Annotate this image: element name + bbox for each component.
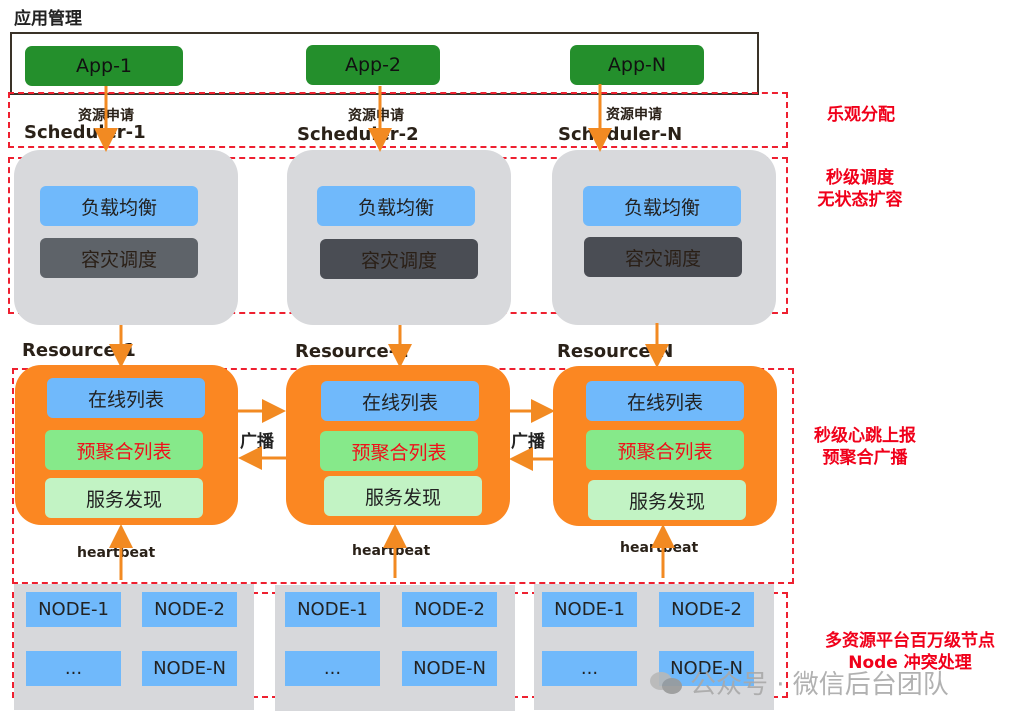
watermark-text: 公众号 · 微信后台团队	[690, 670, 949, 700]
pre-aggregated-list-n[interactable]: 预聚合列表	[586, 430, 744, 470]
app-1[interactable]: App-1	[25, 46, 183, 86]
node-1-1[interactable]: NODE-1	[26, 592, 121, 627]
node-n-n[interactable]: NODE-N	[659, 651, 754, 686]
node-n-ellipsis[interactable]: ...	[542, 651, 637, 686]
node-2-n[interactable]: NODE-N	[402, 651, 497, 686]
node-2-ellipsis[interactable]: ...	[285, 651, 380, 686]
load-balance-1[interactable]: 负载均衡	[40, 186, 198, 226]
note-nodes-line2: Node 冲突处理	[848, 653, 972, 673]
disaster-recovery-n[interactable]: 容灾调度	[584, 237, 742, 277]
heartbeat-label-n: heartbeat	[620, 540, 699, 556]
load-balance-n[interactable]: 负载均衡	[583, 186, 741, 226]
note-optimistic: 乐观分配	[827, 105, 895, 125]
node-2-2[interactable]: NODE-2	[402, 592, 497, 627]
scheduler-2-box	[287, 150, 511, 325]
note-scheduling-line1: 秒级调度	[826, 168, 894, 188]
service-discovery-1[interactable]: 服务发现	[45, 478, 203, 518]
resource-n-label: Resource-N	[557, 341, 674, 362]
optimistic-allocation-region	[8, 92, 788, 148]
request-label-n: 资源申请	[606, 107, 662, 123]
page-title: 应用管理	[14, 9, 82, 29]
resource-2-label: Resource-2	[295, 341, 409, 362]
heartbeat-label-2: heartbeat	[352, 543, 431, 559]
online-list-1[interactable]: 在线列表	[47, 378, 205, 418]
online-list-2[interactable]: 在线列表	[321, 381, 479, 421]
note-heartbeat-line2: 预聚合广播	[822, 448, 908, 468]
note-nodes: 多资源平台百万级节点 Node 冲突处理	[800, 630, 1018, 674]
note-heartbeat-line1: 秒级心跳上报	[814, 426, 916, 446]
note-scheduling-line2: 无状态扩容	[817, 190, 903, 210]
node-1-ellipsis[interactable]: ...	[26, 651, 121, 686]
service-discovery-n[interactable]: 服务发现	[588, 480, 746, 520]
disaster-recovery-2[interactable]: 容灾调度	[320, 239, 478, 279]
pre-aggregated-list-1[interactable]: 预聚合列表	[45, 430, 203, 470]
node-2-1[interactable]: NODE-1	[285, 592, 380, 627]
app-management-frame	[10, 32, 759, 95]
pre-aggregated-list-2[interactable]: 预聚合列表	[320, 431, 478, 471]
node-1-2[interactable]: NODE-2	[142, 592, 237, 627]
request-label-2: 资源申请	[348, 108, 404, 124]
app-2[interactable]: App-2	[306, 45, 440, 85]
node-1-n[interactable]: NODE-N	[142, 651, 237, 686]
online-list-n[interactable]: 在线列表	[586, 381, 744, 421]
note-nodes-line1: 多资源平台百万级节点	[825, 631, 995, 651]
load-balance-2[interactable]: 负载均衡	[317, 186, 475, 226]
note-heartbeat: 秒级心跳上报 预聚合广播	[800, 425, 930, 469]
watermark: 公众号 · 微信后台团队	[650, 664, 949, 701]
service-discovery-2[interactable]: 服务发现	[324, 476, 482, 516]
node-n-2[interactable]: NODE-2	[659, 592, 754, 627]
disaster-recovery-1[interactable]: 容灾调度	[40, 238, 198, 278]
resource-1-label: Resource-1	[22, 340, 136, 361]
scheduler-1-box	[14, 150, 238, 325]
note-scheduling: 秒级调度 无状态扩容	[800, 167, 920, 211]
wechat-icon	[650, 670, 684, 696]
heartbeat-label-1: heartbeat	[77, 545, 156, 561]
app-n[interactable]: App-N	[570, 45, 704, 85]
node-n-1[interactable]: NODE-1	[542, 592, 637, 627]
